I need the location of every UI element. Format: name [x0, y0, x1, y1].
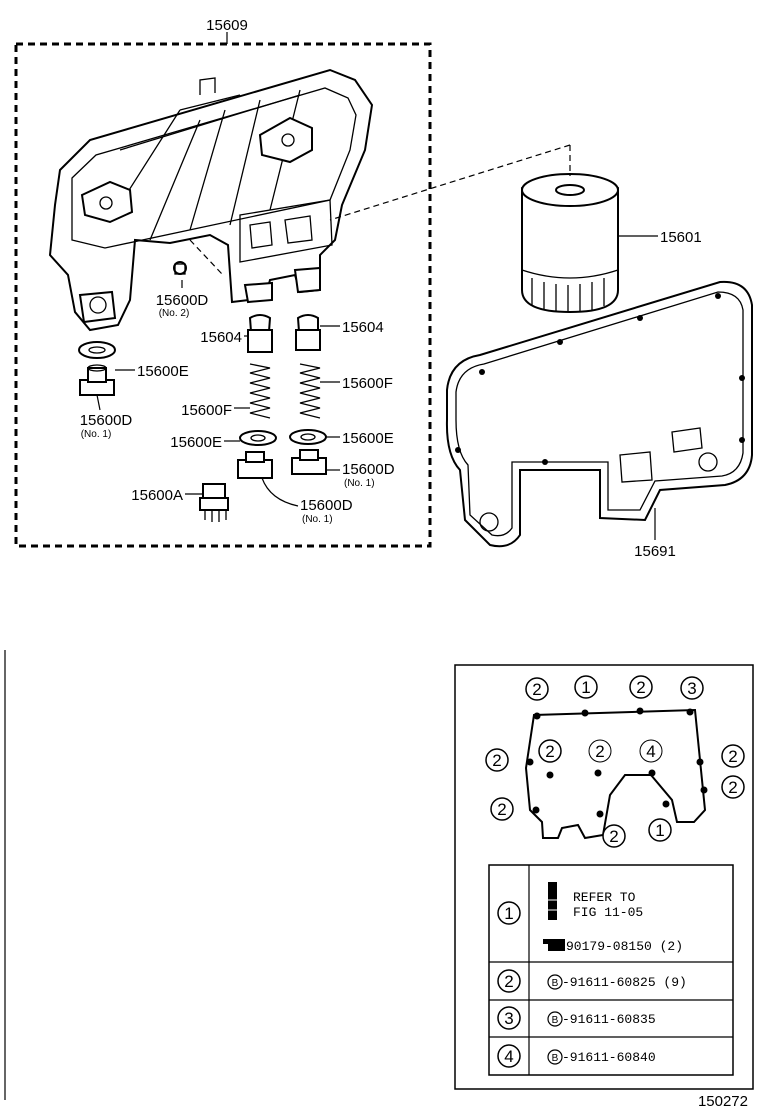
washer-left-label: 15600E [170, 434, 222, 451]
marker-left-1: 2 [492, 751, 501, 770]
plug-right-no1: 15600D (No. 1) [291, 449, 395, 489]
legend-key-4: 4 [504, 1047, 513, 1066]
legend-row-4: 4 B -91611-60840 [497, 1044, 656, 1068]
marker-top-1: 2 [532, 680, 541, 699]
washer-right-label: 15600E [342, 430, 394, 447]
plug-left-no1-sub: (No. 1) [81, 429, 112, 440]
legend-row-4-prefix: B [552, 1053, 559, 1064]
legend-row-3-prefix: B [552, 1015, 559, 1026]
plug-right-no1-sub: (No. 1) [344, 478, 375, 489]
oil-cooler-body [48, 68, 374, 332]
washer-left: 15600E [170, 430, 277, 451]
bolt-diagram-frame [454, 664, 754, 1090]
assembly-group: 15609 [14, 17, 432, 548]
legend-row-2-part: -91611-60825 (9) [562, 975, 687, 990]
bolt-icon [548, 882, 557, 920]
oil-filter: 15601 [329, 144, 702, 314]
plug-right-no1-label: 15600D [342, 461, 395, 478]
legend-row-2: 2 B -91611-60825 (9) [497, 969, 687, 993]
marker-right-2: 2 [728, 778, 737, 797]
figure-code: 150272 [698, 1093, 748, 1110]
plug-left-no1-label: 15600D [80, 412, 133, 429]
marker-top-4: 3 [687, 679, 696, 698]
gasket-label: 15691 [634, 543, 676, 560]
legend-row-1: 1 REFER TO FIG 11-05 90179-08150 (2) [497, 882, 683, 954]
legend-row-4-part: -91611-60840 [562, 1050, 656, 1065]
marker-bottom-1: 2 [609, 827, 618, 846]
spring-left: 15600F [181, 363, 271, 419]
b-mark-icon [547, 974, 563, 990]
plug-no2-label: 15600D [156, 292, 209, 309]
legend-key-1: 1 [504, 904, 513, 923]
legend-key-3: 3 [504, 1009, 513, 1028]
marker-inner-2: 2 [595, 742, 604, 761]
legend-row-2-prefix: B [552, 978, 559, 989]
marker-bottom-2: 1 [655, 821, 664, 840]
plug-center-no1: 15600D (No. 1) [237, 451, 353, 525]
valve-right-label: 15604 [342, 319, 384, 336]
gasket: 15691 [445, 280, 753, 560]
marker-top-2: 1 [581, 678, 590, 697]
bolt-diagram-holes [526, 707, 708, 818]
legend-row-1-line2: FIG 11-05 [573, 905, 643, 920]
legend-row-1-part: 90179-08150 (2) [566, 939, 683, 954]
relief-valve-left: 15604 [200, 314, 273, 353]
marker-inner-3: 4 [646, 742, 655, 761]
b-mark-icon [547, 1049, 563, 1065]
marker-left-2: 2 [497, 800, 506, 819]
plug-a-label: 15600A [131, 487, 183, 504]
plug-no2-sub: (No. 2) [159, 308, 190, 319]
legend-table: 1 REFER TO FIG 11-05 90179-08150 (2) 2 B… [488, 864, 734, 1076]
bolt-diagram: 2 1 2 3 2 2 4 2 2 2 2 [454, 664, 754, 1090]
plug-center-no1-sub: (No. 1) [302, 514, 333, 525]
legend-key-2: 2 [504, 972, 513, 991]
marker-top-3: 2 [636, 678, 645, 697]
b-mark-icon [547, 1011, 563, 1027]
top-markers: 2 1 2 3 [525, 675, 704, 701]
plug-center-no1-label: 15600D [300, 497, 353, 514]
spring-right: 15600F [299, 363, 393, 419]
marker-inner-1: 2 [545, 742, 554, 761]
bottom-markers: 2 1 [602, 818, 672, 848]
washer-top-label: 15600E [137, 363, 189, 380]
right-markers: 2 2 [721, 744, 745, 799]
valve-left-label: 15604 [200, 329, 242, 346]
plug-no2: 15600D (No. 2) [156, 280, 209, 319]
legend-row-1-line1: REFER TO [573, 890, 636, 905]
washer-top: 15600E [78, 341, 189, 380]
assembly-part-number: 15609 [206, 17, 248, 34]
spring-right-label: 15600F [342, 375, 393, 392]
inner-markers: 2 2 4 [538, 739, 663, 763]
oil-filter-label: 15601 [660, 229, 702, 246]
legend-row-3: 3 B -91611-60835 [497, 1006, 656, 1030]
left-markers: 2 2 [485, 748, 514, 821]
marker-right-1: 2 [728, 747, 737, 766]
washer-right: 15600E [289, 429, 394, 447]
plug-left-no1: 15600D (No. 1) [79, 364, 133, 440]
assembly-boundary [14, 42, 432, 548]
relief-valve-right: 15604 [295, 314, 384, 351]
spring-left-label: 15600F [181, 402, 232, 419]
stud-icon [543, 939, 565, 951]
plug-a: 15600A [131, 483, 229, 522]
legend-row-3-part: -91611-60835 [562, 1012, 656, 1027]
